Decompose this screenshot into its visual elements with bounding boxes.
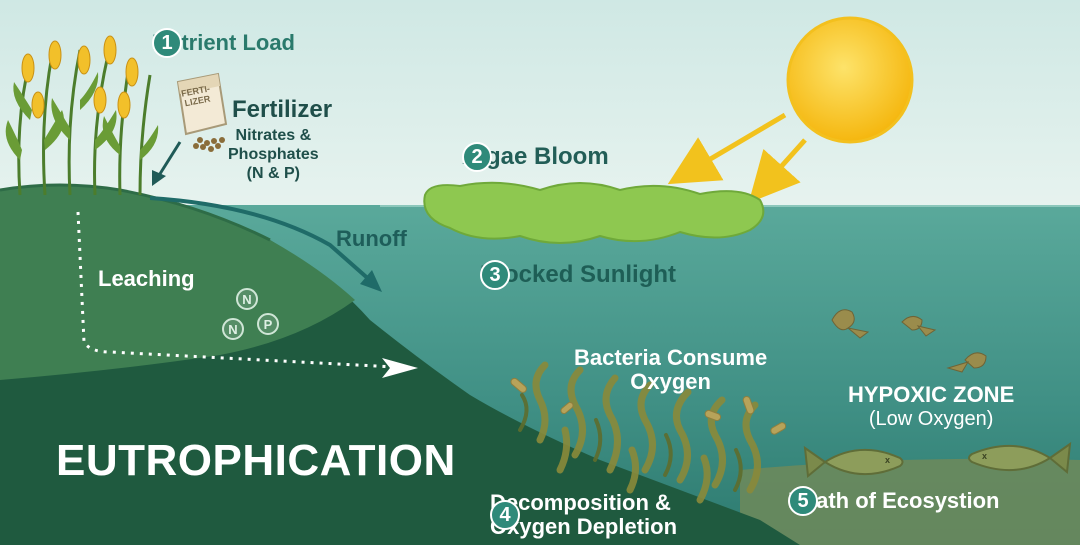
fertilizer-detail-line2: Phosphates xyxy=(228,145,319,164)
bacteria-label: Bacteria Consume Oxygen xyxy=(574,346,767,394)
step-2-algae-bloom: 2 Algae Bloom xyxy=(462,143,609,171)
nutrient-n-1: N xyxy=(236,288,258,310)
hypoxic-zone-label: HYPOXIC ZONE (Low Oxygen) xyxy=(848,383,1014,431)
fertilizer-title: Fertilizer xyxy=(232,96,332,124)
step-5-label: Death of Ecosystion xyxy=(788,488,999,514)
nutrient-p: P xyxy=(257,313,279,335)
step-3-badge: 3 xyxy=(480,260,510,290)
step-1-nutrient-load: 1 Nutrient Load xyxy=(152,30,295,56)
step-3-blocked-sunlight: 3 Blocked Sunlight xyxy=(480,261,676,289)
step-1-badge: 1 xyxy=(152,28,182,58)
algae-bloom xyxy=(424,183,763,243)
step-5-badge: 5 xyxy=(788,486,818,516)
sun-icon xyxy=(788,18,912,142)
svg-text:x: x xyxy=(885,455,890,465)
bacteria-label-line2: Oxygen xyxy=(574,370,767,394)
bacteria-label-line1: Bacteria Consume xyxy=(574,346,767,370)
hypoxic-zone-line1: HYPOXIC ZONE xyxy=(848,383,1014,407)
step-5-death-of-ecosystem: 5 Death of Ecosystion xyxy=(788,488,999,514)
fertilizer-detail-line3: (N & P) xyxy=(228,164,319,183)
page-title: EUTROPHICATION xyxy=(56,436,456,486)
fertilizer-details: Nitrates & Phosphates (N & P) xyxy=(228,126,319,183)
step-4-decomposition: 4 Decomposition & Oxygen Depletion xyxy=(490,491,677,539)
step-4-badge: 4 xyxy=(490,500,520,530)
nutrient-n-2: N xyxy=(222,318,244,340)
step-2-badge: 2 xyxy=(462,142,492,172)
svg-text:x: x xyxy=(982,451,987,461)
fertilizer-detail-line1: Nitrates & xyxy=(228,126,319,145)
leaching-label: Leaching xyxy=(98,266,195,292)
runoff-label: Runoff xyxy=(336,226,407,252)
hypoxic-zone-line2: (Low Oxygen) xyxy=(848,407,1014,431)
